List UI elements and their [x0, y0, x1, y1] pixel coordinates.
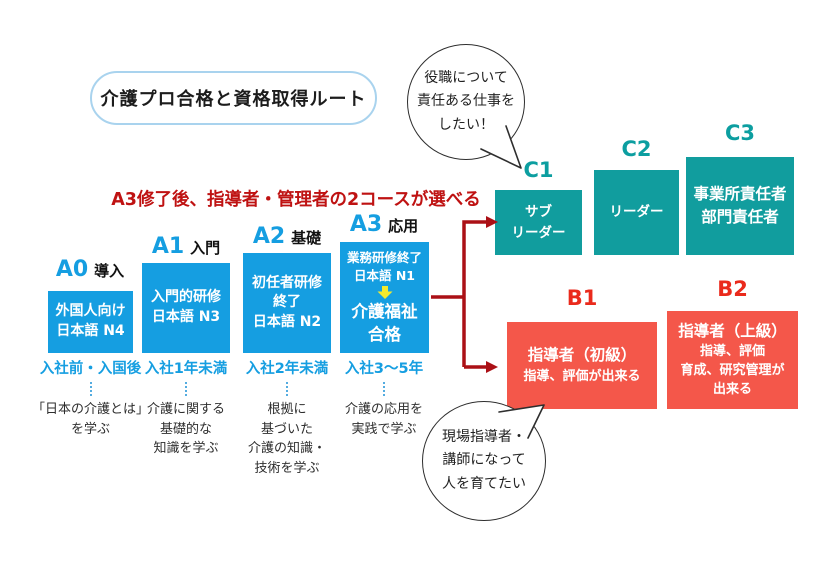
- stage-a3-tenure: 入社3～5年: [344, 361, 424, 377]
- stage-a2-heading: A2 基礎: [237, 224, 337, 249]
- stage-a2-tenure: 入社2年未満: [245, 361, 329, 377]
- stage-a2-tag: 基礎: [291, 229, 322, 247]
- c1-code: C1: [523, 158, 554, 182]
- stage-a0-tenure: 入社前・入国後: [39, 361, 142, 377]
- speech-bubble-top-text: 役職について 責任ある仕事を したい！: [417, 70, 515, 133]
- b2-box-title: 指導者（上級）: [678, 322, 787, 341]
- stage-a3-heading: A3 応用: [334, 212, 434, 237]
- stage-a1-description: 介護に関する 基礎的な 知識を学ぶ: [146, 402, 225, 456]
- stage-a0-dotted-line: [90, 382, 92, 396]
- b2-box: 指導者（上級） 指導、評価 育成、研究管理が 出来る: [667, 311, 798, 409]
- stage-a0-box: 外国人向け 日本語 N4: [48, 291, 133, 353]
- page-title: 介護プロ合格と資格取得ルート: [100, 89, 367, 110]
- headline: A3修了後、指導者・管理者の2コースが選べる: [111, 190, 481, 210]
- c1-box-text: サブ リーダー: [511, 204, 566, 241]
- down-arrow-icon: [377, 286, 392, 300]
- stage-a0-code: A0: [55, 257, 89, 282]
- b2-box-text: 指導、評価 育成、研究管理が 出来る: [680, 344, 785, 398]
- stage-a1-dotted-line: [185, 382, 187, 396]
- stage-a3-box: 業務研修終了 日本語 N1 介護福祉 合格: [340, 242, 429, 353]
- c1-box: サブ リーダー: [495, 190, 582, 255]
- stage-a3-dotted-line: [383, 382, 385, 396]
- branch-connector: [431, 220, 486, 369]
- stage-a0-tag: 導入: [94, 262, 125, 280]
- stage-a1-code: A1: [151, 234, 185, 259]
- c2-box-text: リーダー: [609, 204, 664, 221]
- stage-a0-box-text: 外国人向け 日本語 N4: [55, 303, 126, 339]
- speech-bubble-top: 役職について 責任ある仕事を したい！: [407, 44, 525, 160]
- stage-a1-box-text: 入門的研修 日本語 N3: [151, 289, 221, 325]
- stage-a2-box-text: 初任者研修 終了 日本語 N2: [252, 274, 322, 330]
- arrowhead-to-b1-icon: [486, 361, 498, 373]
- stage-a1-heading: A1 入門: [136, 234, 236, 259]
- b2-code: B2: [717, 277, 748, 301]
- stage-a2-description: 根拠に 基づいた 介護の知識・ 技術を学ぶ: [247, 402, 326, 476]
- speech-bubble-bottom-text: 現場指導者・ 講師になって 人を育てたい: [442, 429, 526, 492]
- c3-box-text: 事業所責任者 部門責任者: [693, 184, 787, 226]
- speech-bubble-bottom: 現場指導者・ 講師になって 人を育てたい: [422, 401, 546, 521]
- b1-box-text: 指導、評価が出来る: [523, 368, 641, 384]
- c3-box: 事業所責任者 部門責任者: [686, 157, 794, 255]
- stage-a3-code: A3: [349, 212, 383, 237]
- c3-code: C3: [724, 121, 756, 145]
- c2-box: リーダー: [594, 170, 679, 255]
- stage-a2-dotted-line: [286, 382, 288, 396]
- stage-a3-box-top-text: 業務研修終了 日本語 N1: [346, 250, 422, 283]
- b1-code: B1: [566, 286, 598, 310]
- stage-a2-code: A2: [252, 224, 286, 249]
- stage-a2-box: 初任者研修 終了 日本語 N2: [243, 253, 331, 353]
- stage-a1-tag: 入門: [190, 239, 221, 257]
- stage-a1-box: 入門的研修 日本語 N3: [142, 263, 230, 353]
- stage-a0-description: 「日本の介護とは」 を学ぶ: [31, 402, 149, 437]
- c2-code: C2: [621, 137, 652, 161]
- b1-box-title: 指導者（初級）: [527, 346, 637, 365]
- b1-box: 指導者（初級） 指導、評価が出来る: [507, 322, 657, 409]
- title-pill: 介護プロ合格と資格取得ルート: [90, 71, 377, 125]
- stage-a0-heading: A0 導入: [40, 257, 140, 282]
- stage-a3-tag: 応用: [388, 217, 419, 235]
- stage-a3-box-main-text: 介護福祉 合格: [351, 302, 418, 344]
- stage-a3-description: 介護の応用を 実践で学ぶ: [344, 402, 423, 437]
- stage-a1-tenure: 入社1年未満: [144, 361, 228, 377]
